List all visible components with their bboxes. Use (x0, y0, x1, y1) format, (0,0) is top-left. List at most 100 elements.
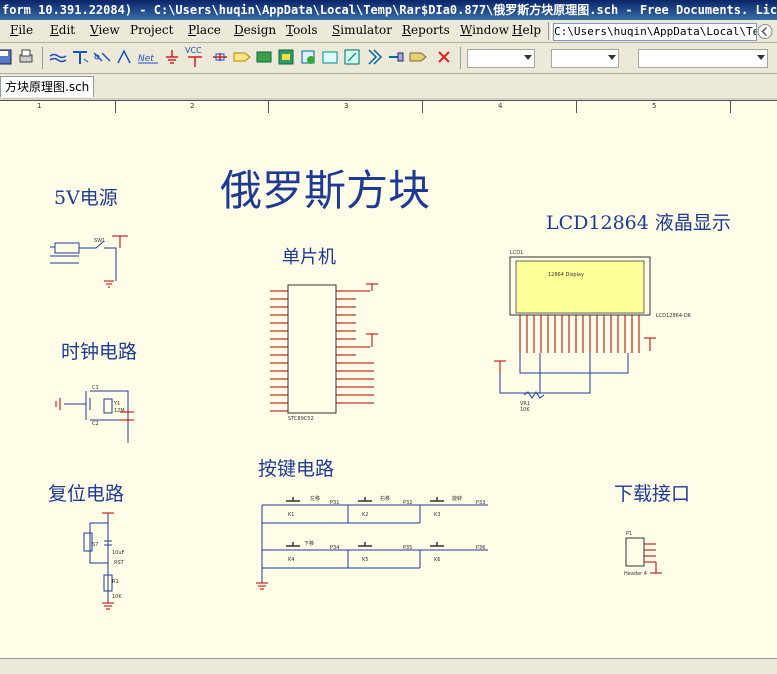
mcu-chip (270, 283, 378, 414)
crystal (103, 398, 113, 414)
key-1-name: K1 (288, 512, 294, 518)
menu-reports[interactable]: Reports (402, 23, 450, 37)
ruler-label: 1 (37, 102, 42, 110)
ruler-tick (422, 101, 423, 113)
sheet-entry-icon[interactable] (276, 47, 296, 67)
key-2-net: P32 (403, 500, 412, 506)
toolbar-separator (42, 47, 43, 69)
net-label-icon[interactable]: Net (136, 47, 160, 67)
lcd-module (494, 256, 656, 399)
window-title: form 10.391.22084) - C:\Users\huqin\AppD… (2, 3, 777, 17)
menu-view[interactable]: View (90, 23, 120, 37)
download-header (625, 537, 662, 574)
toolbar: Net VCC (0, 43, 777, 74)
save-icon[interactable] (0, 47, 14, 67)
reset-key (83, 532, 93, 552)
key-3-label: 旋转 (452, 495, 462, 502)
menu-design[interactable]: Design (234, 23, 277, 37)
menu-simulator[interactable]: Simulator (332, 23, 392, 37)
lcd-screen-text: 12864 Display (548, 272, 584, 278)
key-6-net: P36 (476, 545, 485, 551)
key-3-net: P33 (476, 500, 485, 506)
part-icon[interactable] (210, 47, 230, 67)
sheet-add-icon[interactable] (298, 47, 318, 67)
filter-combo-3[interactable] (638, 49, 768, 68)
no-erc-icon[interactable] (434, 47, 454, 67)
mcu-title: 单片机 (282, 247, 336, 268)
net-flag-icon[interactable] (114, 47, 134, 67)
dc-jack (54, 242, 80, 254)
directive-icon[interactable] (408, 47, 428, 67)
sheet-border-ruler: 1 2 3 4 5 (0, 100, 777, 114)
key-3-name: K3 (434, 512, 440, 518)
vcc-symbol (112, 235, 128, 248)
toolbar-separator (460, 47, 461, 69)
window-title-bar[interactable]: form 10.391.22084) - C:\Users\huqin\AppD… (0, 0, 777, 20)
ruler-tick (115, 101, 116, 113)
bus-icon[interactable] (70, 47, 90, 67)
menu-window[interactable]: Window (460, 23, 509, 37)
menu-project[interactable]: Project (130, 23, 174, 37)
download-part-label: Header 4 (624, 571, 647, 577)
key-4-name: K4 (288, 557, 294, 563)
ruler-label: 3 (344, 102, 349, 110)
reset-res-label: R1 (112, 579, 119, 585)
harness-icon[interactable] (342, 47, 362, 67)
pot-designator: VR1 (520, 401, 530, 407)
power-circuit (50, 235, 128, 288)
menu-separator (548, 22, 552, 40)
reset-cap-label: 10uF (112, 550, 125, 556)
wire-icon[interactable] (48, 47, 68, 67)
main-title: 俄罗斯方块 (220, 166, 431, 215)
lcd-designator: LCD1 (510, 250, 523, 256)
download-title: 下载接口 (614, 483, 691, 505)
menu-tools[interactable]: Tools (286, 23, 318, 37)
ground-icon[interactable] (162, 47, 182, 67)
ruler-tick (268, 101, 269, 113)
back-button[interactable] (755, 22, 775, 41)
vcc-text: VCC (185, 46, 202, 55)
document-tab-bar: 方块原理图.sch (0, 74, 777, 98)
download-designator: P1 (626, 531, 632, 537)
ruler-label: 2 (190, 102, 195, 110)
reset-net-label: RST (114, 560, 125, 566)
print-icon[interactable] (16, 47, 36, 67)
key-2-name: K2 (362, 512, 368, 518)
potentiometer (523, 391, 545, 399)
clock-c2-label: C2 (92, 421, 99, 427)
reset-resistor (103, 574, 113, 592)
net-label-text: Net (138, 54, 154, 64)
crystal-label: Y1 (113, 401, 120, 407)
crystal-freq-label: 12M (114, 408, 125, 414)
key-4-label: 下移 (304, 540, 314, 547)
menu-edit[interactable]: Edit (50, 23, 76, 37)
back-arrow-icon (761, 26, 768, 37)
vcc-power-icon[interactable]: VCC (182, 45, 208, 69)
lcd-part-label: LCD12864-DK (656, 313, 692, 319)
bus-entry-icon[interactable] (92, 47, 112, 67)
device-sheet-icon[interactable] (320, 47, 340, 67)
menu-place[interactable]: Place (188, 23, 221, 37)
ruler-label: 5 (652, 102, 657, 110)
menu-help[interactable]: Help (512, 23, 542, 37)
ruler-tick (730, 101, 731, 113)
key-6-name: K6 (434, 557, 440, 563)
path-combo-input[interactable]: C:\Users\huqin\AppData\Local\Te (553, 23, 757, 41)
port-icon[interactable] (232, 47, 252, 67)
ruler-tick (576, 101, 577, 113)
pot-value: 10K (520, 407, 530, 413)
sheet-symbol-icon[interactable] (254, 47, 274, 67)
switch-designator: SW1 (94, 238, 105, 244)
filter-combo-1[interactable] (467, 49, 535, 68)
clock-circuit (55, 390, 134, 443)
filter-combo-2[interactable] (551, 49, 619, 68)
reset-circuit (83, 512, 114, 610)
reset-key-label: S7 (92, 542, 98, 548)
tab-schematic[interactable]: 方块原理图.sch (0, 76, 95, 97)
harness-connector-icon[interactable] (364, 47, 384, 67)
signal-harness-icon[interactable] (386, 47, 406, 67)
menu-file[interactable]: File (10, 23, 34, 37)
schematic-canvas[interactable]: 俄罗斯方块 5V电源 单片机 LCD12864 液晶显示 时钟电路 按键电路 复… (0, 113, 777, 658)
chevron-down-icon (608, 55, 616, 60)
schematic-drawing: SW1 STC89C52 12864 Display LCD1 LCD12864… (50, 235, 692, 610)
